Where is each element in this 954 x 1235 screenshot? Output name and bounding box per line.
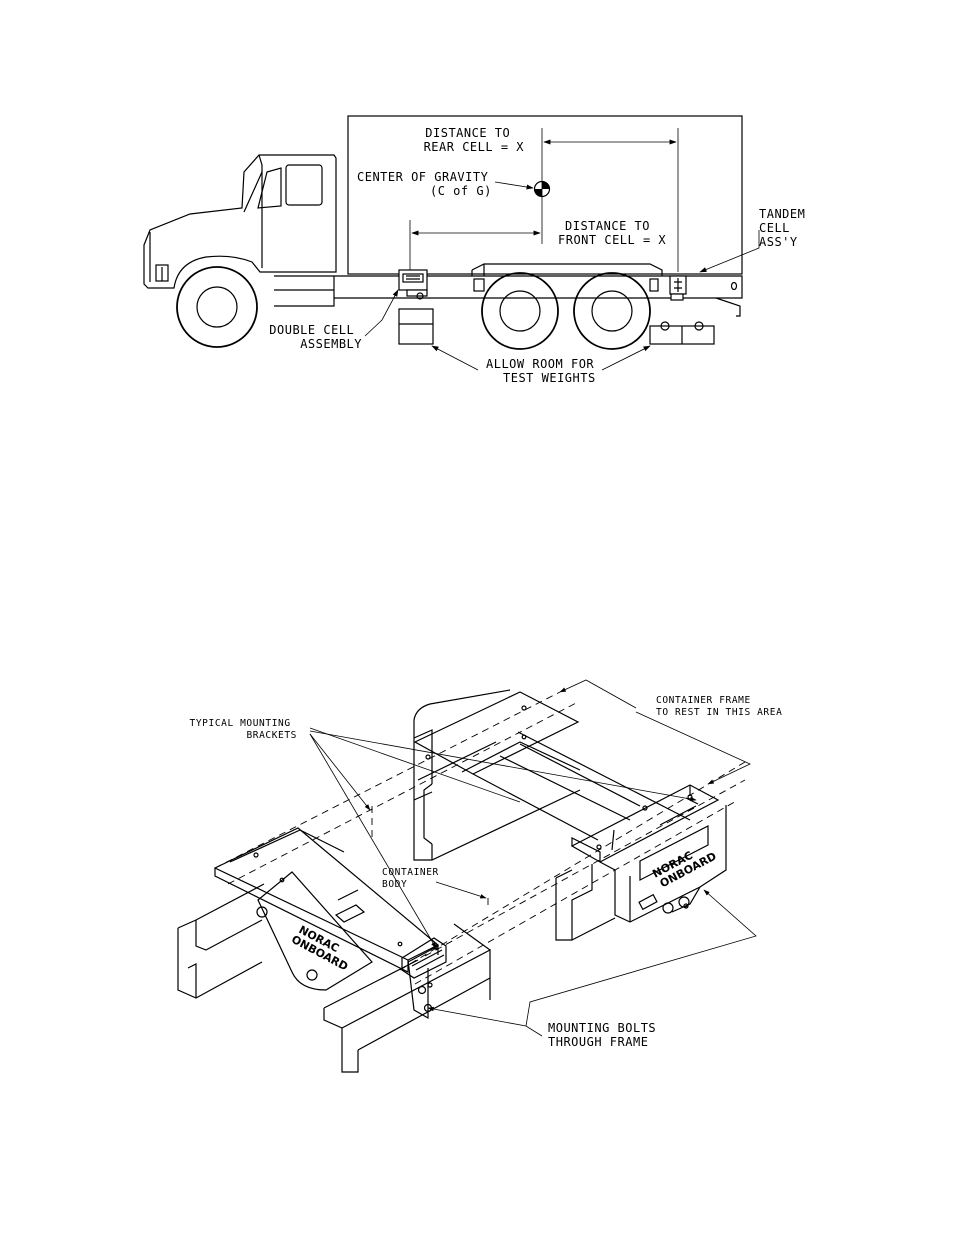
rear-wheel-1 — [482, 273, 558, 349]
double-cell-assembly — [399, 270, 427, 299]
front-frame-rail — [178, 830, 490, 1072]
label-container-frame: CONTAINER FRAME TO REST IN THIS AREA — [656, 695, 782, 718]
label-distance-front: DISTANCE TO FRONT CELL = X — [558, 219, 666, 247]
brand-text-left: NORAC ONBOARD — [289, 922, 356, 973]
label-center-of-gravity: CENTER OF GRAVITY (C of G) — [357, 170, 496, 198]
right-mounting-bracket: NORAC ONBOARD — [556, 785, 726, 940]
brand-text-right: NORAC ONBOARD — [650, 839, 718, 891]
truck-cab — [144, 155, 336, 306]
rear-wheel-2 — [574, 273, 650, 349]
label-container-body: CONTAINER BODY — [382, 867, 445, 890]
cargo-box — [348, 116, 742, 274]
left-mounting-bracket: NORAC ONBOARD — [215, 828, 446, 1018]
label-mounting-bolts: MOUNTING BOLTS THROUGH FRAME — [548, 1021, 664, 1049]
label-tandem-cell: TANDEM CELL ASS'Y — [759, 207, 813, 249]
front-wheel — [177, 267, 257, 347]
label-test-weights: ALLOW ROOM FOR TEST WEIGHTS — [486, 357, 602, 385]
rear-frame-rail — [414, 690, 580, 860]
test-weights — [399, 309, 714, 344]
label-typical-mounting-brackets: TYPICAL MOUNTING BRACKETS — [190, 718, 297, 741]
container-body-outline — [215, 692, 745, 984]
rear-mounting-bracket — [415, 692, 690, 840]
bracket-leader-lines — [310, 680, 756, 1036]
truck-diagram: DISTANCE TO REAR CELL = X CENTER OF GRAV… — [0, 0, 954, 420]
label-distance-rear: DISTANCE TO REAR CELL = X — [424, 126, 525, 154]
tandem-cell-assembly — [670, 276, 686, 300]
label-double-cell: DOUBLE CELL ASSEMBLY — [269, 323, 362, 351]
